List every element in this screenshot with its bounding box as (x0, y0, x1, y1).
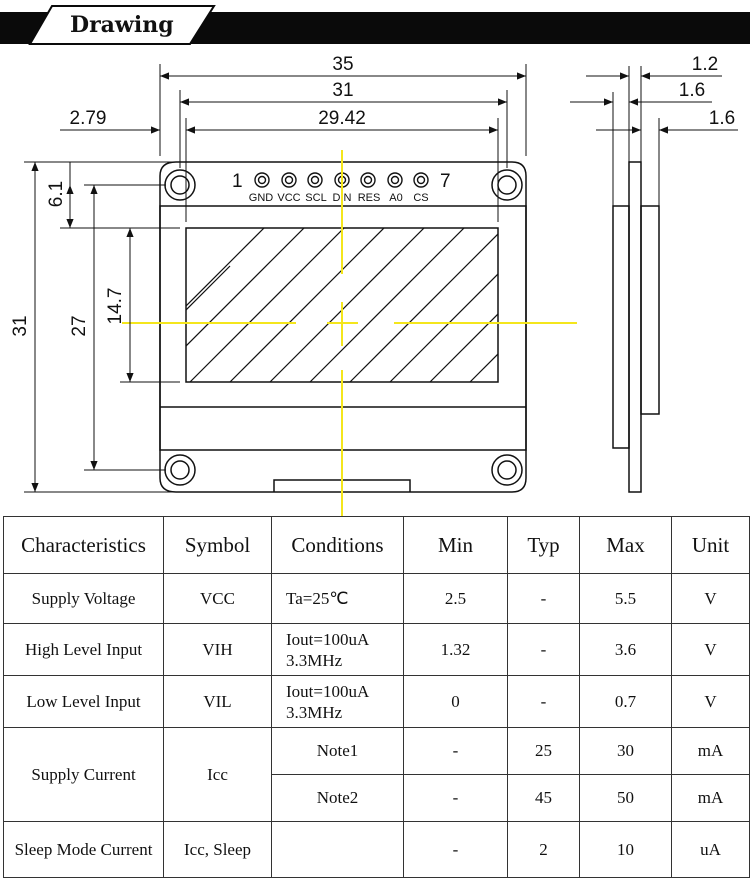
table-cell: mA (671, 774, 750, 822)
table-cell: 1.32 (403, 623, 508, 676)
table-cell: 0.7 (579, 675, 672, 728)
page-title: Drawing (70, 12, 174, 38)
table-cell: VIH (163, 623, 272, 676)
dim-side-pcb: 1.6 (709, 108, 735, 129)
table-cell: Iout=100uA 3.3MHz (271, 675, 404, 728)
table-cell: 30 (579, 727, 672, 775)
table-cell: 10 (579, 821, 672, 878)
display-hatch (186, 228, 498, 382)
column-header: Typ (507, 516, 580, 574)
table-row: Supply Current Icc Note1 - 25 30 mA (3, 727, 750, 822)
table-cell: 3.6 (579, 623, 672, 676)
table-cell: - (403, 727, 508, 775)
mechanical-drawing: 1 7 GND VCC SCL DIN RES A0 CS 35 31 29.4… (10, 54, 738, 516)
table-row: Low Level Input VIL Iout=100uA 3.3MHz 0 … (3, 675, 750, 728)
table-cell: 5.5 (579, 573, 672, 624)
center-lines (122, 150, 577, 516)
column-header: Conditions (271, 516, 404, 574)
dim-hole-spacing: 31 (332, 80, 353, 101)
table-cell: High Level Input (3, 623, 164, 676)
pin-label: A0 (389, 192, 402, 204)
condition-line: Iout=100uA (286, 629, 370, 649)
table-cell (271, 821, 404, 878)
table-cell: VIL (163, 675, 272, 728)
table-cell: Sleep Mode Current (3, 821, 164, 878)
banner-tab (28, 5, 216, 45)
header-banner: Drawing (0, 5, 750, 45)
dim-inner-height: 27 (69, 315, 90, 336)
table-cell: 50 (579, 774, 672, 822)
dim-side-glass: 1.6 (679, 80, 705, 101)
condition-line: 3.3MHz (286, 650, 343, 670)
pin-header (254, 172, 429, 188)
table-cell: 45 (507, 774, 580, 822)
side-view (612, 161, 660, 493)
pin-label: SCL (305, 192, 326, 204)
pin-label: RES (358, 192, 381, 204)
pin-label: GND (249, 192, 274, 204)
dim-overall-height: 31 (10, 315, 31, 336)
dim-top-offset: 6.1 (46, 181, 67, 207)
table-cell: Ta=25℃ (271, 573, 404, 624)
electrical-characteristics-table: Characteristics Symbol Conditions Min Ty… (3, 516, 750, 878)
table-cell: V (671, 623, 750, 676)
dim-display-width: 29.42 (318, 108, 366, 129)
table-cell: 25 (507, 727, 580, 775)
mounting-hole (164, 169, 523, 486)
pcb-outline (159, 161, 527, 493)
table-row: High Level Input VIH Iout=100uA 3.3MHz 1… (3, 623, 750, 676)
table-cell: 0 (403, 675, 508, 728)
table-cell: - (403, 774, 508, 822)
dim-overall-width: 35 (332, 54, 353, 75)
pin-last-number: 7 (440, 171, 451, 192)
table-cell: Supply Current (3, 727, 164, 822)
pin-label: VCC (277, 192, 300, 204)
dim-hole-offset: 2.79 (70, 108, 107, 129)
table-cell: Iout=100uA 3.3MHz (271, 623, 404, 676)
column-header: Symbol (163, 516, 272, 574)
column-header: Max (579, 516, 672, 574)
table-cell: - (507, 675, 580, 728)
condition-line: 3.3MHz (286, 702, 343, 722)
table-cell: Note1 (271, 727, 404, 775)
table-cell: uA (671, 821, 750, 878)
table-cell: Note2 (271, 774, 404, 822)
table-cell: V (671, 573, 750, 624)
table-cell: V (671, 675, 750, 728)
table-row: Supply Voltage VCC Ta=25℃ 2.5 - 5.5 V (3, 573, 750, 624)
table-header-row: Characteristics Symbol Conditions Min Ty… (3, 516, 750, 574)
table-cell: - (403, 821, 508, 878)
table-cell: - (507, 573, 580, 624)
table-cell: - (507, 623, 580, 676)
column-header: Min (403, 516, 508, 574)
condition-line: Iout=100uA (286, 681, 370, 701)
table-cell: mA (671, 727, 750, 775)
table-row: Sleep Mode Current Icc, Sleep - 2 10 uA (3, 821, 750, 878)
table-cell: 2.5 (403, 573, 508, 624)
table-cell: Icc, Sleep (163, 821, 272, 878)
table-cell: Icc (163, 727, 272, 822)
dim-side-total: 1.2 (692, 54, 718, 75)
dim-display-height: 14.7 (105, 288, 126, 325)
table-cell: VCC (163, 573, 272, 624)
pin-label: CS (413, 192, 428, 204)
column-header: Characteristics (3, 516, 164, 574)
table-cell: Supply Voltage (3, 573, 164, 624)
table-cell: 2 (507, 821, 580, 878)
table-cell: Low Level Input (3, 675, 164, 728)
pin-first-number: 1 (232, 171, 243, 192)
table-row: Note2 - 45 50 mA (4, 774, 750, 822)
column-header: Unit (671, 516, 750, 574)
